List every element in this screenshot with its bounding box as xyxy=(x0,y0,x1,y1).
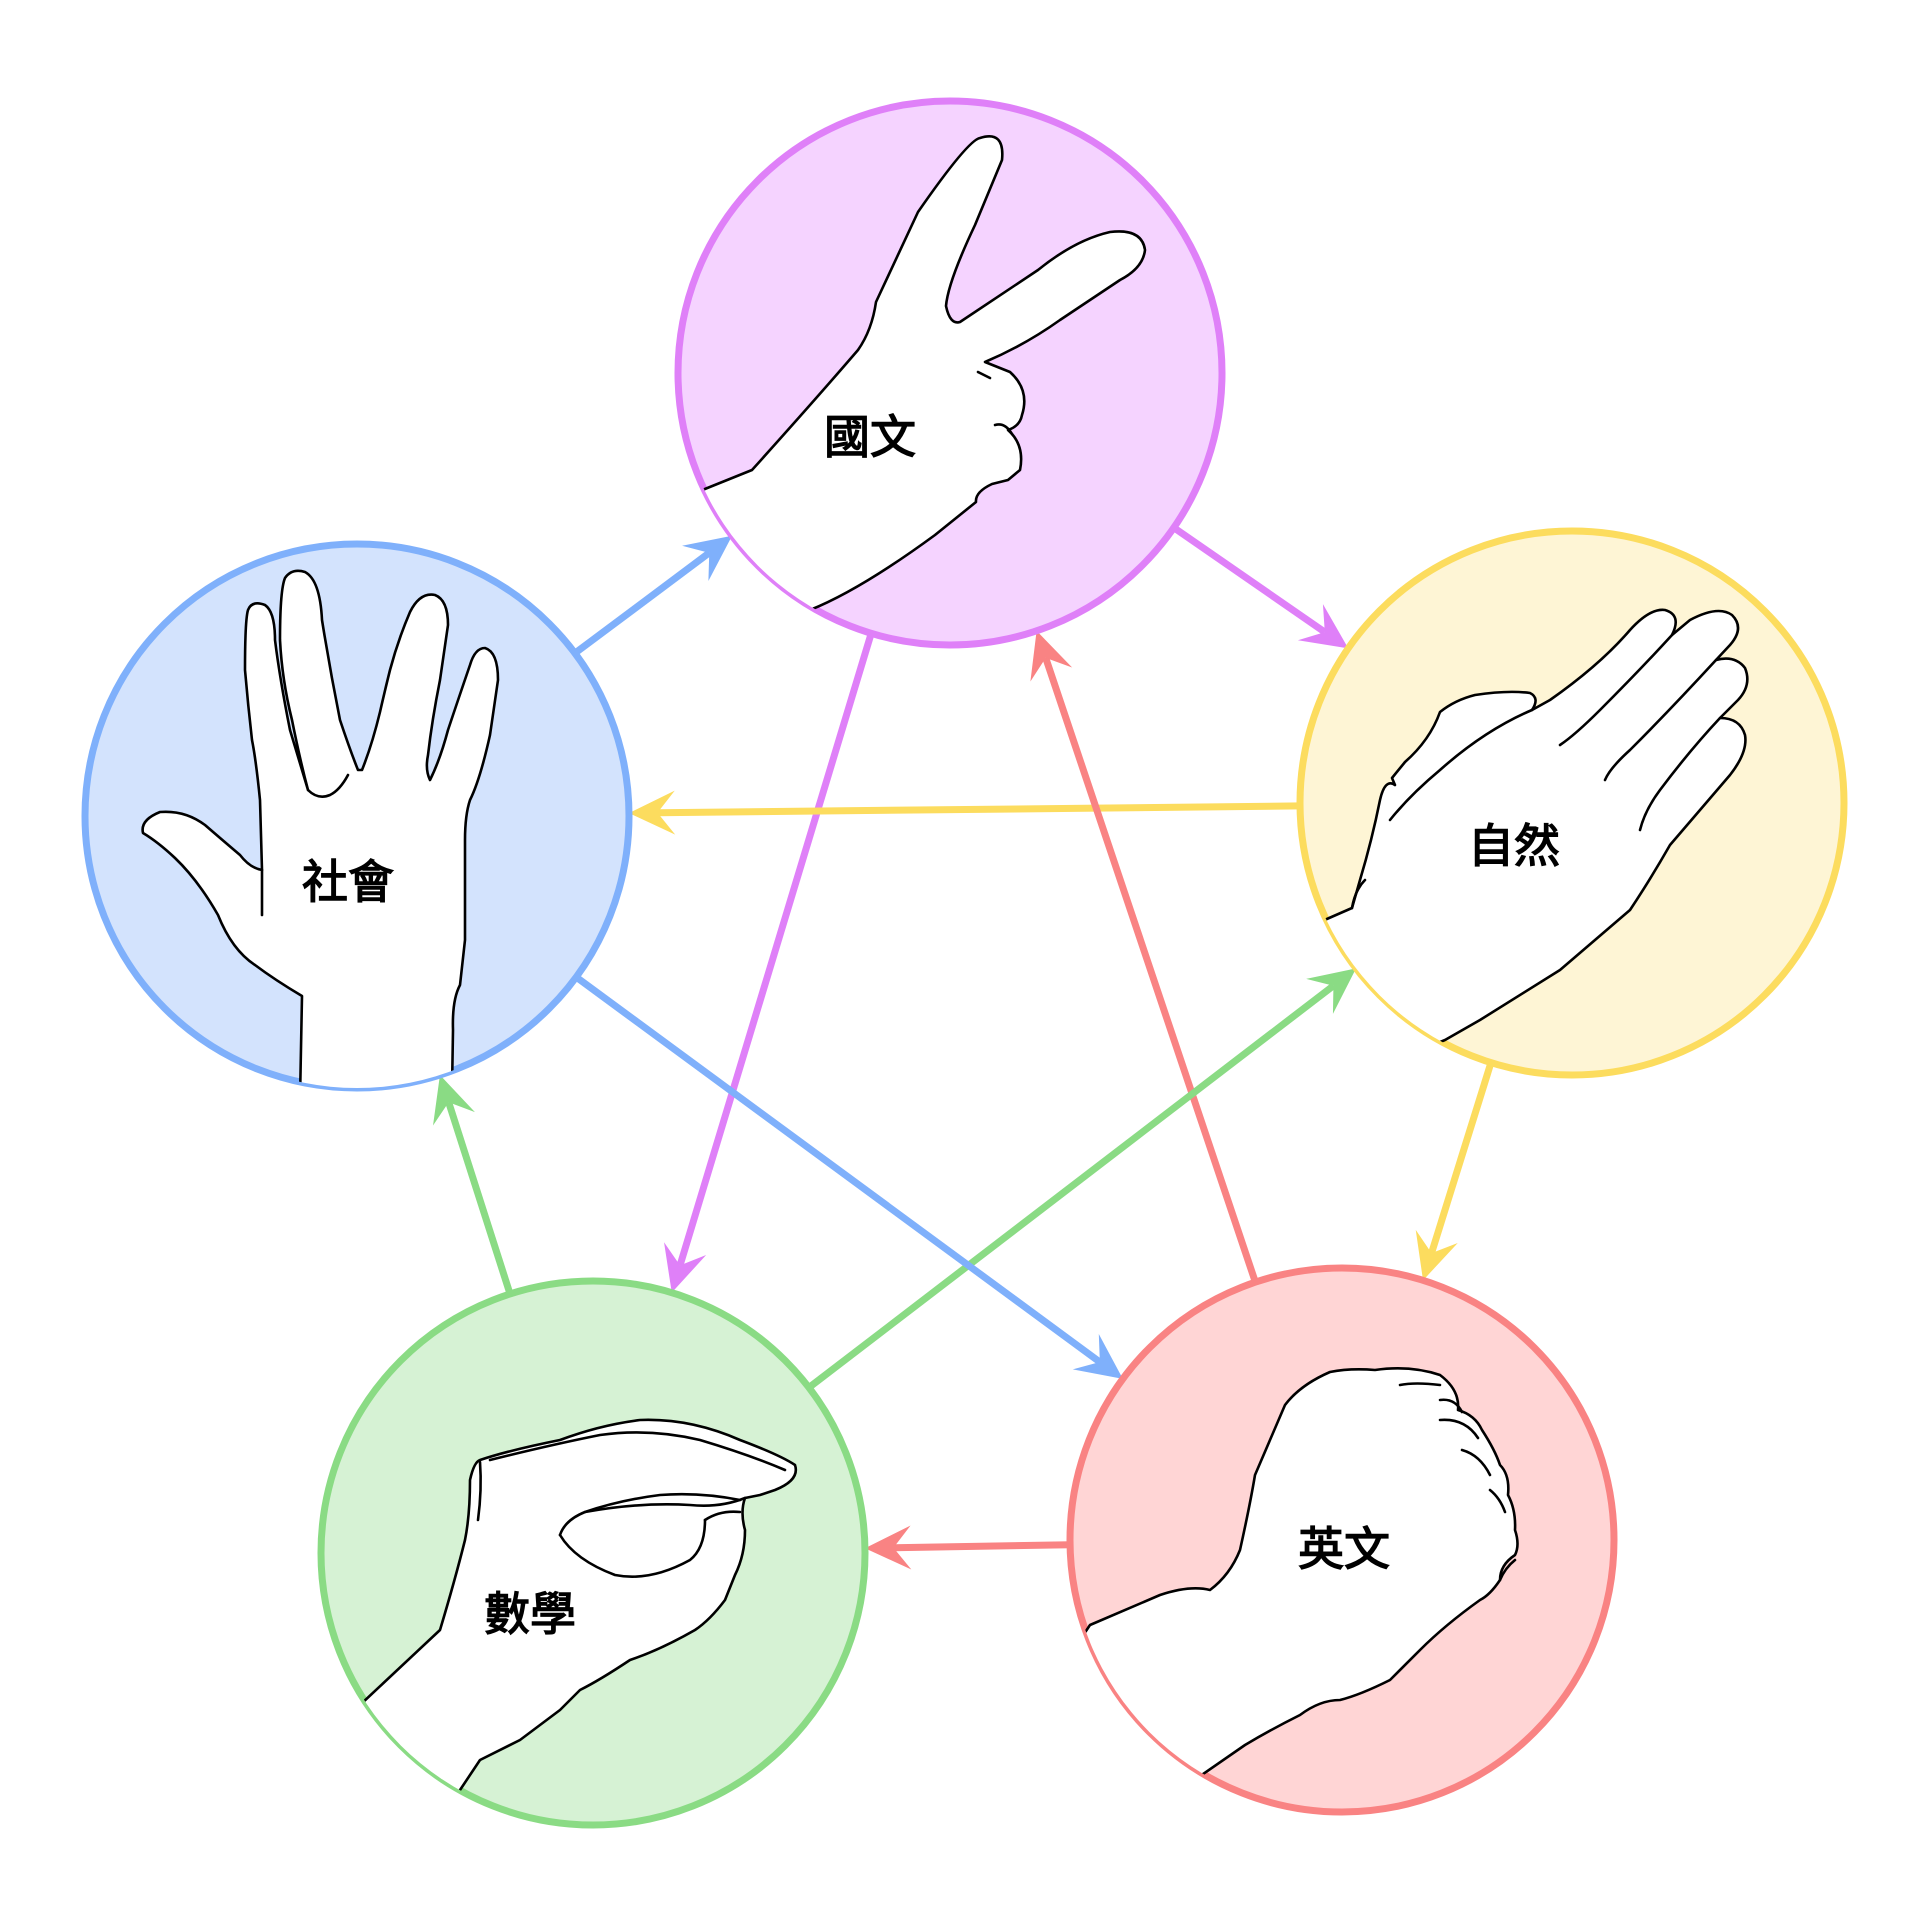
node-label: 數學 xyxy=(484,1587,576,1641)
arrow-head xyxy=(864,1525,912,1570)
node-english: 英文 xyxy=(1066,1264,1618,1816)
arrow-shaft xyxy=(806,982,1336,1391)
arrow-chinese-to-science xyxy=(1171,524,1349,649)
arrow-chinese-to-math xyxy=(664,632,875,1293)
arrow-head xyxy=(433,1075,475,1126)
arrow-social-to-chinese xyxy=(572,535,733,657)
arrow-shaft xyxy=(1042,656,1259,1284)
arrow-math-to-science xyxy=(806,968,1357,1391)
arrows-layer xyxy=(433,524,1495,1570)
arrow-english-to-math xyxy=(864,1525,1071,1570)
arrow-head xyxy=(1297,604,1349,649)
arrow-shaft xyxy=(893,1541,1071,1552)
node-math: 數學 xyxy=(317,1277,869,1829)
palm-side-hand-icon xyxy=(1300,608,1749,1075)
arrow-head xyxy=(1415,1229,1458,1281)
arrow-english-to-chinese xyxy=(1030,630,1259,1284)
node-chinese: 國文 xyxy=(674,97,1226,649)
arrow-shaft xyxy=(657,802,1301,817)
node-label: 國文 xyxy=(824,410,916,464)
vulcan-salute-hand-icon xyxy=(141,569,500,1088)
arrow-shaft xyxy=(1428,1061,1495,1255)
arrow-head xyxy=(1072,1333,1123,1379)
arrow-shaft xyxy=(572,550,712,657)
arrow-shaft xyxy=(445,1101,514,1296)
arrow-shaft xyxy=(676,632,875,1267)
ok-sign-icon xyxy=(348,1418,798,1825)
node-science: 自然 xyxy=(1296,527,1848,1079)
arrow-science-to-social xyxy=(628,790,1301,835)
arrow-head xyxy=(628,790,676,835)
node-label: 英文 xyxy=(1298,1522,1390,1576)
arrow-social-to-english xyxy=(574,974,1123,1379)
arrow-head xyxy=(664,1242,707,1293)
arrow-head xyxy=(1306,968,1357,1014)
arrow-math-to-social xyxy=(433,1075,514,1296)
arrow-shaft xyxy=(574,974,1102,1365)
scissors-hand-icon xyxy=(678,135,1147,645)
arrow-head xyxy=(1030,630,1073,682)
node-label: 自然 xyxy=(1468,819,1560,873)
node-label: 社會 xyxy=(302,855,395,909)
arrow-science-to-english xyxy=(1415,1061,1495,1281)
fist-icon xyxy=(1070,1367,1519,1812)
node-social: 社會 xyxy=(81,540,633,1092)
arrow-head xyxy=(682,535,733,581)
arrow-shaft xyxy=(1171,524,1327,635)
